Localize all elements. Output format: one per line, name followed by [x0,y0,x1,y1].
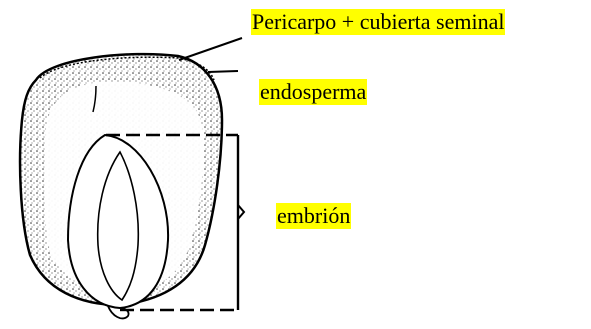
pericarp-label: Pericarpo + cubierta seminal [251,9,505,35]
endosperm-label: endosperma [259,79,367,105]
embryo-label: embrión [276,203,351,229]
endosperm-leader-line [208,71,238,72]
pericarp-leader-line [179,38,242,60]
